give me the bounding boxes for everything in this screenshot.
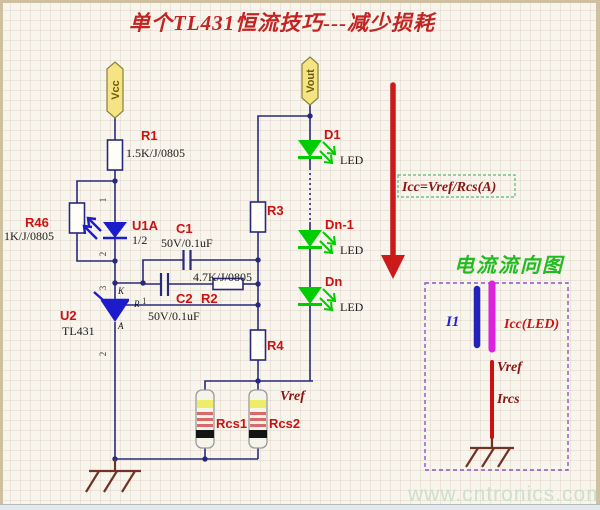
d1-type: LED: [340, 153, 364, 167]
vout-label: Vout: [305, 69, 317, 93]
r2-ref: R2: [201, 291, 218, 306]
dn-ref: Dn: [325, 274, 342, 289]
r1-ref: R1: [141, 128, 158, 143]
u2-ref: U2: [60, 308, 77, 323]
tl431-triangle-icon: [101, 301, 129, 322]
u1a-ref: U1A: [132, 218, 159, 233]
wires: [76, 105, 313, 460]
u1a-pin2: 2: [98, 252, 108, 257]
frame-border-bottom: [0, 504, 600, 510]
r3-ref: R3: [267, 203, 284, 218]
i1-label: I1: [445, 314, 459, 330]
u1a-pin1: 1: [98, 198, 108, 203]
vout-flag: Vout: [301, 56, 319, 106]
u2-a-label: A: [117, 321, 124, 331]
resistor-rcs2: Rcs2: [248, 389, 300, 449]
dn-1-ref: Dn-1: [325, 217, 354, 232]
r46-ref: R46: [25, 215, 49, 230]
dn-1-type: LED: [340, 243, 364, 257]
resistor-r2: R2 4.7K/J/0805: [193, 270, 252, 306]
flow-ground-icon: [465, 437, 514, 468]
c2-value: 50V/0.1uF: [148, 309, 200, 323]
led-d1-arrows-icon: [319, 141, 337, 165]
r1-value: 1.5K/J/0805: [126, 146, 185, 160]
r46-value: 1K/J/0805: [4, 229, 54, 243]
led-d1: D1 LED: [298, 127, 364, 167]
watermark: www.cntronics.com: [407, 483, 600, 506]
dn-type: LED: [340, 300, 364, 314]
frame-border-left: [0, 0, 3, 504]
ircs-label: Ircs: [496, 392, 520, 407]
r2-value: 4.7K/J/0805: [193, 270, 252, 284]
u2-pin-a: 2: [98, 352, 108, 357]
flow-diagram-title: 电流流向图: [454, 254, 565, 277]
led-d1-icon: [298, 140, 322, 157]
u2-value: TL431: [62, 324, 95, 338]
capacitor-c1: C1 50V/0.1uF: [161, 221, 213, 270]
formula-box: Icc=Vref/Rcs(A): [397, 174, 516, 198]
led-dn-1-icon: [298, 230, 322, 247]
vcc-label: Vcc: [110, 80, 122, 100]
led-dn-1-arrows-icon: [319, 231, 337, 255]
resistor-r46: R46 1K/J/0805: [4, 202, 86, 243]
flow-diagram-border: [424, 282, 569, 471]
ground-icon: [85, 459, 141, 493]
resistor-r3: R3: [249, 201, 284, 233]
resistor-rcs1: Rcs1: [195, 389, 247, 449]
resistor-r4: R4: [249, 329, 284, 361]
vcc-flag: Vcc: [106, 61, 124, 119]
r4-ref: R4: [267, 338, 284, 353]
frame-border-right: [596, 0, 600, 504]
optocoupler-u1a: 1 2 U1A 1/2: [82, 198, 159, 257]
u2-pin-k: 3: [98, 285, 108, 290]
u1a-value: 1/2: [132, 233, 147, 247]
vref-net-label: Vref: [280, 389, 306, 404]
capacitor-c2: C2 50V/0.1uF: [148, 273, 200, 323]
c1-ref: C1: [176, 221, 193, 236]
u2-r-label: R: [133, 299, 140, 309]
led-dn-arrows-icon: [319, 288, 337, 312]
icc-led-label: Icc(LED): [503, 317, 559, 332]
led-dn-icon: [298, 287, 322, 304]
led-dn-1: Dn-1 LED: [298, 217, 364, 257]
c1-value: 50V/0.1uF: [161, 236, 213, 250]
u2-k-label: K: [117, 286, 125, 296]
rcs1-ref: Rcs1: [216, 416, 247, 431]
d1-ref: D1: [324, 127, 341, 142]
u2-pin-r: 1: [142, 296, 147, 306]
resistor-r1: R1 1.5K/J/0805: [106, 128, 185, 171]
schematic-title: 单个TL431恒流技巧---减少损耗: [129, 11, 437, 35]
tl431-u2: 3 2 K A R 1 U2 TL431: [60, 285, 147, 356]
current-flow-diagram: 电流流向图 I1 Icc(LED) Vref Ircs: [424, 254, 569, 471]
opto-emission-arrows-icon: [82, 216, 102, 240]
frame-border-top: [0, 0, 600, 3]
opto-led-icon: [103, 222, 127, 238]
formula-text: Icc=Vref/Rcs(A): [401, 180, 496, 195]
current-direction-arrow-icon: [381, 82, 405, 279]
flow-vref-label: Vref: [497, 360, 523, 375]
rcs2-ref: Rcs2: [269, 416, 300, 431]
c2-ref: C2: [176, 291, 193, 306]
junction-dots: [112, 113, 313, 462]
led-dn: Dn LED: [298, 274, 364, 314]
